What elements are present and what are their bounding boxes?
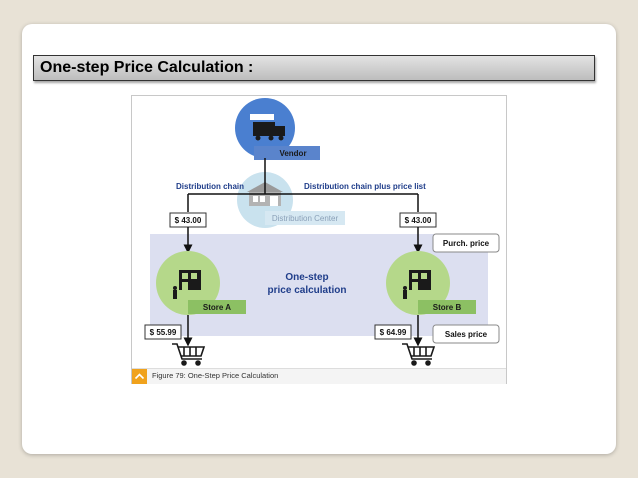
sales-price-box bbox=[432, 324, 500, 344]
distribution-chain-label: Distribution chain bbox=[176, 182, 244, 191]
truck-icon bbox=[250, 114, 285, 141]
caption-chevron-icon bbox=[132, 369, 147, 384]
vendor-label: Vendor bbox=[279, 149, 306, 158]
price-right-bottom: $ 64.99 bbox=[380, 328, 407, 337]
purch-price-box bbox=[432, 233, 500, 253]
shopping-cart-icon-right bbox=[402, 343, 436, 366]
purch-price-label: Purch. price bbox=[443, 239, 490, 248]
store-b-icon bbox=[403, 270, 431, 299]
slide-title: One-step Price Calculation : bbox=[40, 59, 254, 76]
price-box-left-bottom bbox=[144, 324, 182, 340]
figure-caption: Figure 79: One-Step Price Calculation bbox=[152, 371, 279, 380]
store-b-label-box bbox=[418, 300, 476, 314]
shopping-cart-icon-left bbox=[172, 343, 206, 366]
store-a-icon bbox=[173, 270, 201, 299]
one-step-label-line2: price calculation bbox=[268, 285, 347, 296]
distribution-chain-price-list-label: Distribution chain plus price list bbox=[304, 182, 426, 191]
figure-diagram: Distribution Center Vendor Distribution … bbox=[131, 95, 507, 384]
slide-title-bar: One-step Price Calculation : bbox=[33, 55, 595, 81]
store-b-label: Store B bbox=[433, 303, 462, 312]
one-step-label-line1: One-step bbox=[285, 272, 328, 283]
distribution-center-label: Distribution Center bbox=[272, 214, 339, 223]
price-right-top: $ 43.00 bbox=[405, 216, 432, 225]
distribution-center-label-box bbox=[265, 211, 345, 225]
store-a-label-box bbox=[188, 300, 246, 314]
price-left-bottom: $ 55.99 bbox=[150, 328, 177, 337]
store-a-label: Store A bbox=[203, 303, 231, 312]
price-box-right-bottom bbox=[374, 324, 412, 340]
vendor-label-box bbox=[254, 146, 320, 160]
sales-price-label: Sales price bbox=[445, 330, 488, 339]
caption-bar: Figure 79: One-Step Price Calculation bbox=[132, 368, 506, 384]
price-left-top: $ 43.00 bbox=[175, 216, 202, 225]
